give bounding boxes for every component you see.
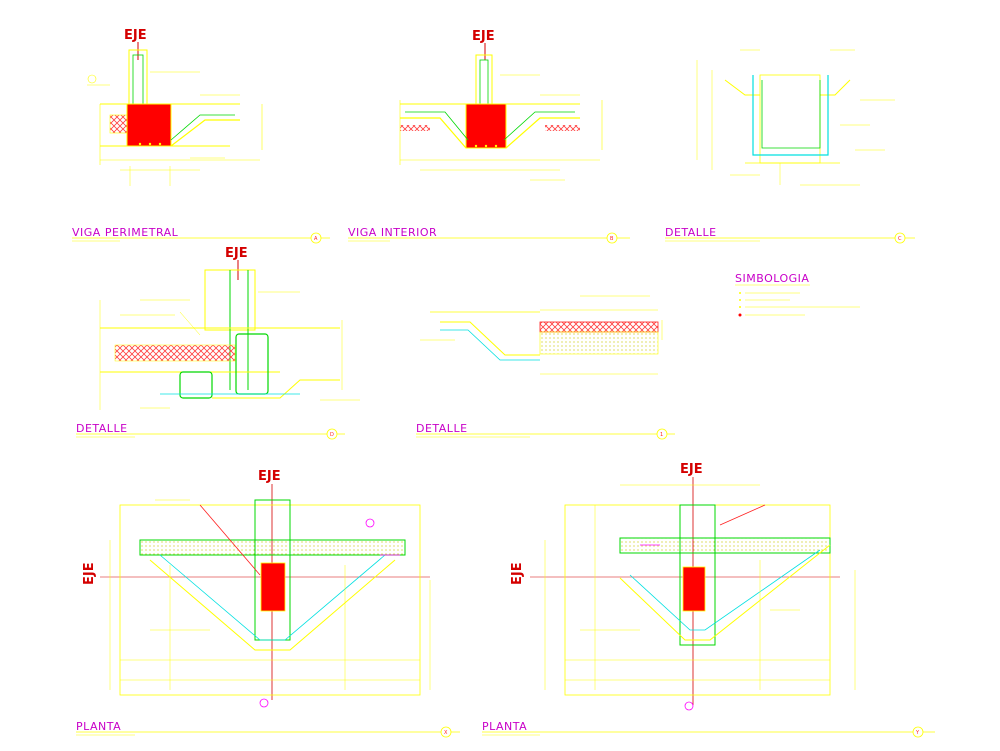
title-text: DETALLE [416,422,468,435]
axis-label-vertical: EJE [82,562,97,585]
plan-x: EJE EJE [82,469,431,708]
title-viga-perimetral: VIGA PERIMETRAL A [72,226,330,244]
title-text: PLANTA [482,720,527,733]
detail-marker: C [898,236,902,242]
title-text: PLANTA [76,720,121,733]
axis-label: EJE [124,28,147,43]
title-planta-y: PLANTA Y [482,720,935,738]
legend-title: SIMBOLOGIA [735,272,809,285]
legend: SIMBOLOGIA [735,272,860,317]
title-text: VIGA INTERIOR [348,226,437,239]
legend-rows [738,292,860,317]
title-planta-x: PLANTA X [76,720,460,738]
title-text: VIGA PERIMETRAL [72,226,179,239]
detail-marker: D [330,432,334,438]
title-detalle-c: DETALLE C [665,226,915,244]
axis-label: EJE [258,469,281,484]
detail-1 [420,295,663,375]
title-detalle-1: DETALLE 1 [416,422,675,440]
axis-label: EJE [472,29,495,44]
title-text: DETALLE [665,226,717,239]
detail-c [696,49,895,186]
detail-marker: B [610,236,614,242]
axis-label: EJE [225,246,248,261]
detail-marker: Y [915,730,920,736]
detail-viga-interior: EJE [399,29,603,181]
title-text: DETALLE [76,422,128,435]
detail-d: EJE [99,246,360,410]
plan-y: EJE EJE [510,462,856,711]
detail-marker: 1 [660,432,663,438]
detail-marker: X [444,730,448,736]
axis-label-vertical: EJE [510,562,525,585]
detail-viga-perimetral: EJE [87,28,263,186]
axis-label: EJE [680,462,703,477]
title-detalle-d: DETALLE D [76,422,345,440]
detail-marker: A [314,236,318,242]
title-viga-interior: VIGA INTERIOR B [348,226,630,244]
